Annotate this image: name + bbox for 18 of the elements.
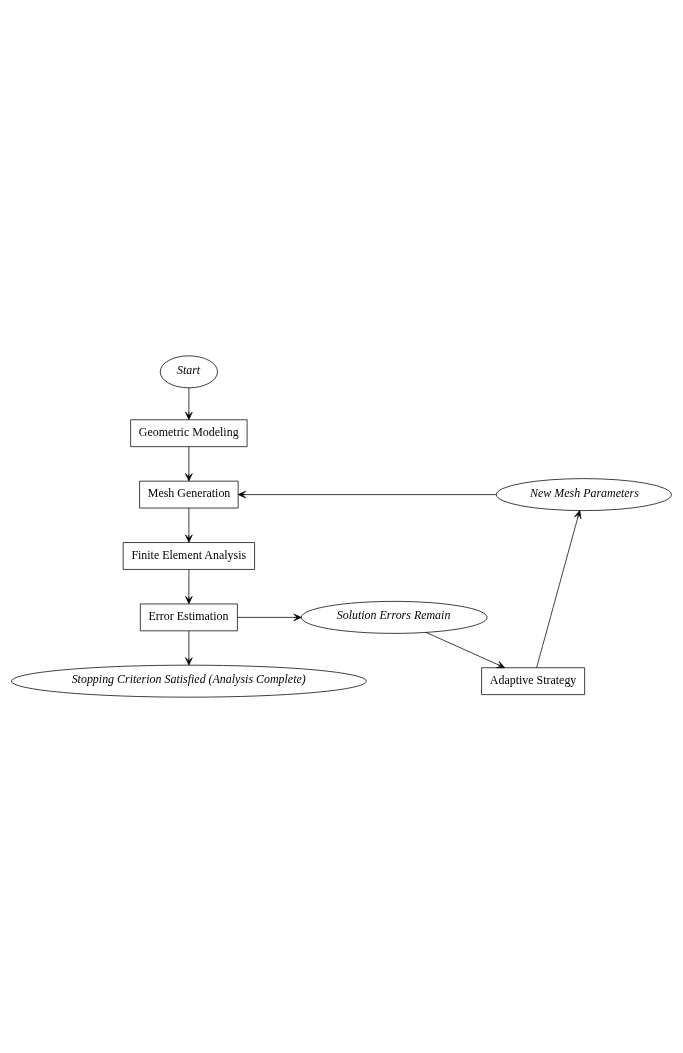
node-ellipse: Start — [159, 355, 218, 389]
node-ellipse: Stopping Criterion Satisfied (Analysis Complete) — [11, 664, 367, 698]
node-box: Mesh Generation — [139, 480, 239, 509]
arrow — [237, 490, 497, 499]
node-ellipse: New Mesh Parameters — [495, 478, 672, 511]
arrow — [237, 613, 302, 622]
node-box: Finite Element Analysis — [122, 542, 255, 570]
arrow — [185, 630, 193, 666]
node-box: Geometric Modeling — [130, 419, 248, 448]
arrow — [425, 632, 506, 669]
node-box: Adaptive Strategy — [481, 667, 585, 695]
node-box: Error Estimation — [139, 603, 238, 632]
node-ellipse: Solution Errors Remain — [300, 601, 488, 634]
arrow — [185, 569, 193, 605]
arrow — [536, 510, 582, 668]
arrow — [185, 446, 193, 482]
arrow — [185, 387, 193, 420]
arrow — [185, 507, 193, 543]
